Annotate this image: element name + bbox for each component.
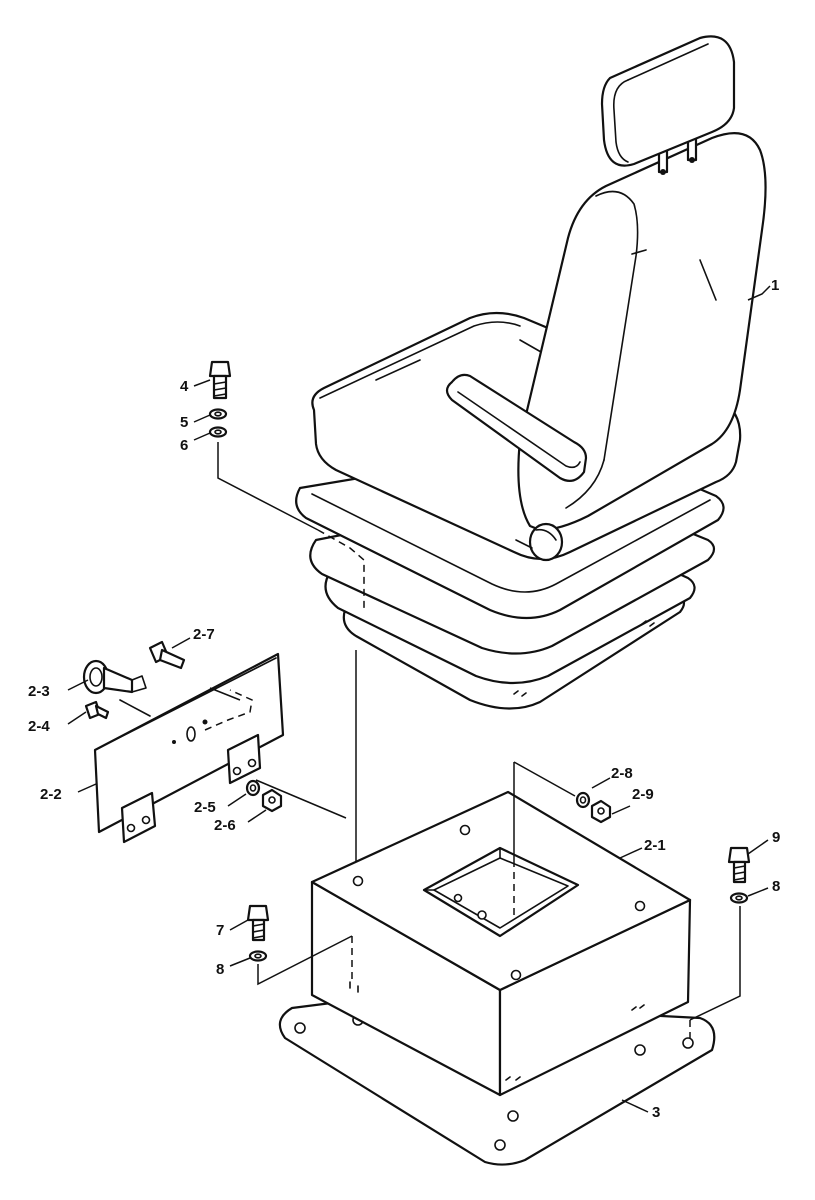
assembly-lines xyxy=(209,442,741,1040)
callout-8-right: 8 xyxy=(772,878,781,895)
washer-2-5 xyxy=(245,779,261,797)
washer-5 xyxy=(208,408,228,420)
callout-4: 4 xyxy=(180,378,189,395)
callout-leaders xyxy=(67,285,771,1113)
nut-2-9 xyxy=(590,799,612,824)
callout-2-3: 2-3 xyxy=(28,683,50,700)
mounting-box xyxy=(310,790,692,1097)
callout-2-7: 2-7 xyxy=(193,626,215,643)
washer-8-left xyxy=(248,950,268,962)
callout-2-1: 2-1 xyxy=(644,837,666,854)
screw-2-4 xyxy=(84,700,110,720)
washer-2-8 xyxy=(575,791,591,809)
callout-3: 3 xyxy=(652,1104,661,1121)
bolt-4 xyxy=(208,360,232,400)
bolt-9 xyxy=(727,846,751,884)
callout-9: 9 xyxy=(772,829,781,846)
callout-2-9: 2-9 xyxy=(632,786,654,803)
nut-2-6 xyxy=(261,788,283,813)
callout-2-5: 2-5 xyxy=(194,799,216,816)
bolt-2-7 xyxy=(148,640,186,670)
callout-6: 6 xyxy=(180,437,189,454)
callout-2-2: 2-2 xyxy=(40,786,62,803)
callout-8-left: 8 xyxy=(216,961,225,978)
washer-8-right xyxy=(729,892,749,904)
operator-seat xyxy=(295,35,767,710)
callout-2-8: 2-8 xyxy=(611,765,633,782)
callout-2-6: 2-6 xyxy=(214,817,236,834)
callout-5: 5 xyxy=(180,414,189,431)
callout-2-4: 2-4 xyxy=(28,718,50,735)
washer-6 xyxy=(208,426,228,438)
adjustment-knob xyxy=(82,659,151,717)
callout-1: 1 xyxy=(771,277,780,294)
callout-7: 7 xyxy=(216,922,225,939)
bolt-7 xyxy=(246,904,270,942)
